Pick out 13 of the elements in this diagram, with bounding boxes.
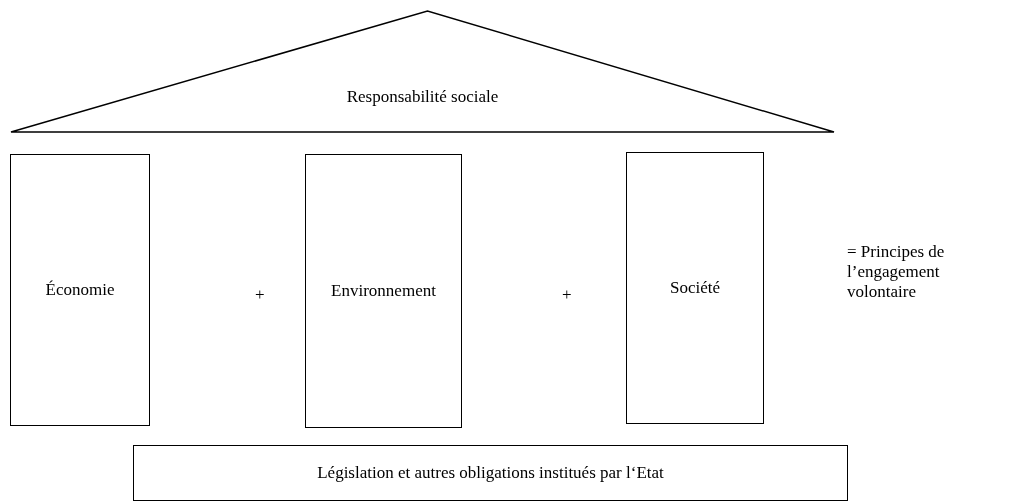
node-text: Société xyxy=(669,278,720,298)
plus-sign: + xyxy=(255,285,266,305)
node-text: Responsabilité sociale xyxy=(346,87,499,107)
pillar-box xyxy=(10,154,150,426)
pillar-box xyxy=(305,154,462,428)
node-text: Environnement xyxy=(331,281,436,301)
node-text: Économie xyxy=(45,280,115,300)
plus-sign: + xyxy=(562,285,573,305)
foundation-box xyxy=(133,445,848,501)
node-text: Législation et autres obligations institués par l‘Etat xyxy=(317,463,664,483)
roof-triangle xyxy=(10,10,835,133)
pillar-box xyxy=(626,152,764,424)
equation-note: = Principes de l’engagement volontaire xyxy=(847,242,946,302)
